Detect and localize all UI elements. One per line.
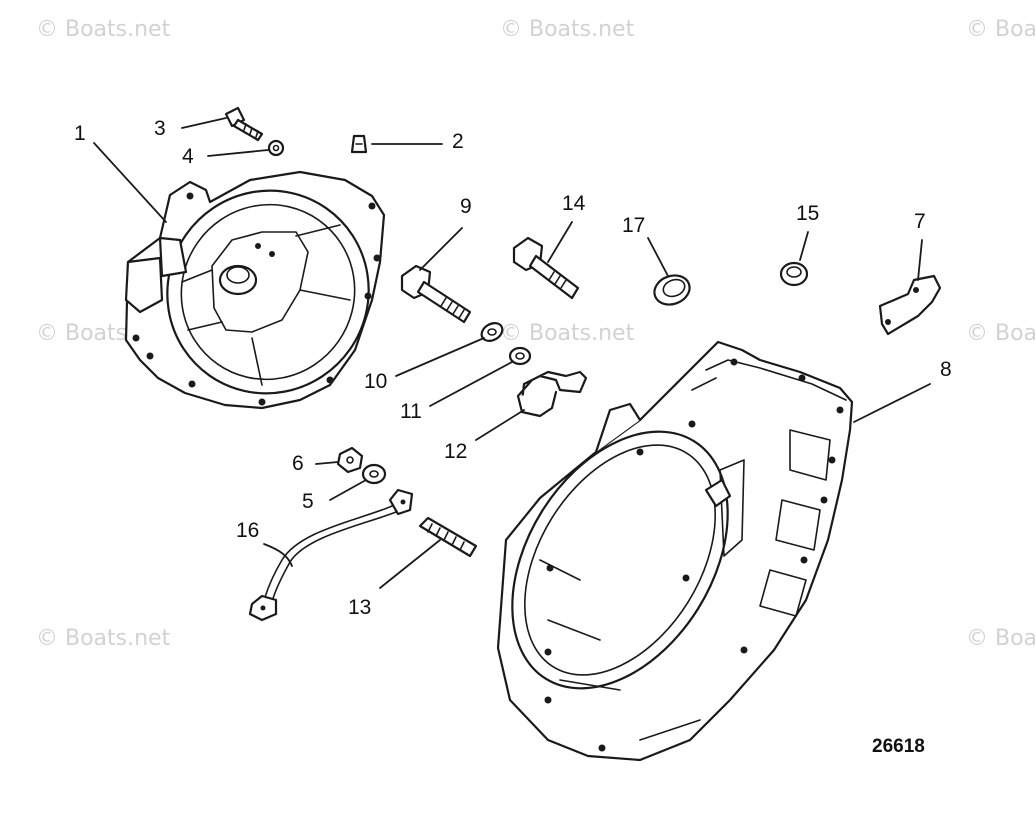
part-17-plug <box>653 274 691 306</box>
part-5-washer <box>361 463 387 485</box>
callout-15: 15 <box>796 202 819 225</box>
leader-8 <box>853 383 931 423</box>
leader-5 <box>329 479 367 501</box>
callout-16: 16 <box>236 519 259 542</box>
watermark: © Boats.net <box>966 626 1036 651</box>
callout-7: 7 <box>914 210 926 233</box>
figure-number: 26618 <box>872 736 925 757</box>
callout-5: 5 <box>302 490 314 513</box>
part-15-grommet <box>779 261 809 287</box>
callout-9: 9 <box>460 195 472 218</box>
leader-10 <box>395 337 485 377</box>
leader-9 <box>419 227 463 271</box>
callout-labels: 1 2 3 4 5 6 7 8 9 10 11 12 13 14 15 16 1… <box>74 117 952 619</box>
leader-14 <box>547 221 573 263</box>
part-8-flywheel-housing <box>496 340 854 762</box>
leader-17 <box>647 237 669 277</box>
part-7-bracket <box>878 274 942 336</box>
part-11-washer <box>508 346 532 366</box>
callout-1: 1 <box>74 122 86 145</box>
part-9-bolt <box>400 264 472 324</box>
callout-4: 4 <box>182 145 194 168</box>
callout-14: 14 <box>562 192 586 215</box>
leader-lines <box>93 117 931 589</box>
leader-13 <box>379 539 441 589</box>
callout-10: 10 <box>364 370 387 393</box>
callout-17: 17 <box>622 214 645 237</box>
part-16-ground-strap <box>248 488 414 622</box>
part-12-clip <box>516 370 588 418</box>
part-10-lock-washer <box>480 322 504 342</box>
part-2-fitting <box>350 134 368 154</box>
part-3-bolt <box>224 106 264 142</box>
leader-1 <box>93 142 167 223</box>
watermark: © Boats.net <box>966 321 1036 346</box>
callout-6: 6 <box>292 452 304 475</box>
callout-12: 12 <box>444 440 467 463</box>
leader-6 <box>315 461 339 465</box>
leader-12 <box>475 409 525 441</box>
watermark: © Boats.net <box>36 626 171 651</box>
leader-7 <box>917 239 923 281</box>
watermark: © Boats.net <box>36 17 171 42</box>
watermark: © Boats.net <box>966 17 1036 42</box>
callout-2: 2 <box>452 130 464 153</box>
callout-8: 8 <box>940 358 952 381</box>
leader-15 <box>799 231 809 261</box>
part-14-bolt <box>512 236 580 300</box>
part-6-nut <box>336 446 364 474</box>
part-13-stud <box>418 516 478 558</box>
watermark: © Boats.net <box>500 321 635 346</box>
callout-11: 11 <box>400 400 422 423</box>
leader-4 <box>207 149 269 157</box>
leader-16 <box>263 543 293 567</box>
callout-3: 3 <box>154 117 166 140</box>
callout-13: 13 <box>348 596 371 619</box>
leader-3 <box>181 117 227 129</box>
watermark: © Boats.net <box>500 17 635 42</box>
part-1-housing-cover <box>124 170 386 410</box>
part-4-nut <box>267 139 285 157</box>
leader-11 <box>429 361 513 407</box>
